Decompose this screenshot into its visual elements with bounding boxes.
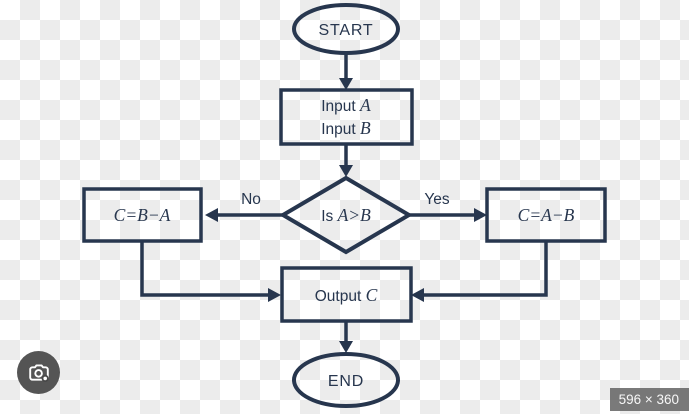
- arrowhead-decision-left: [205, 208, 218, 222]
- no-branch-label: No: [241, 191, 261, 208]
- input-line1-word: Input: [321, 98, 360, 115]
- yes-branch-label: Yes: [424, 191, 450, 208]
- input-line2-word: Input: [321, 121, 360, 138]
- google-lens-camera-icon: [28, 363, 49, 382]
- decision-label: Is A>B: [321, 205, 371, 225]
- decision-expression: A>B: [337, 205, 371, 225]
- input-line2-variable: B: [360, 118, 371, 138]
- input-line2: Input B: [321, 118, 371, 138]
- decision-word: Is: [321, 208, 337, 225]
- arrowhead-left-output: [268, 288, 281, 302]
- image-size-badge: 596 × 360: [609, 388, 689, 411]
- arrowhead-input-decision: [339, 165, 353, 177]
- google-lens-button[interactable]: [17, 351, 60, 394]
- connector-right-output: [420, 241, 548, 297]
- end-label: END: [328, 373, 364, 390]
- input-line1: Input A: [321, 95, 371, 115]
- connector-left-output: [140, 241, 272, 297]
- end-terminal-shape: [292, 352, 400, 408]
- arrowhead-right-output: [411, 288, 424, 302]
- output-label: Output C: [315, 285, 378, 305]
- no-result-expression: C=B−A: [114, 205, 171, 225]
- output-word: Output: [315, 288, 366, 305]
- arrowhead-output-end: [339, 341, 353, 353]
- yes-result-expression: C=A−B: [518, 205, 575, 225]
- output-variable: C: [366, 285, 378, 305]
- input-line1-variable: A: [359, 95, 371, 115]
- arrowhead-decision-right: [474, 208, 487, 222]
- start-label: START: [319, 22, 374, 39]
- arrowhead-start-input: [339, 78, 353, 90]
